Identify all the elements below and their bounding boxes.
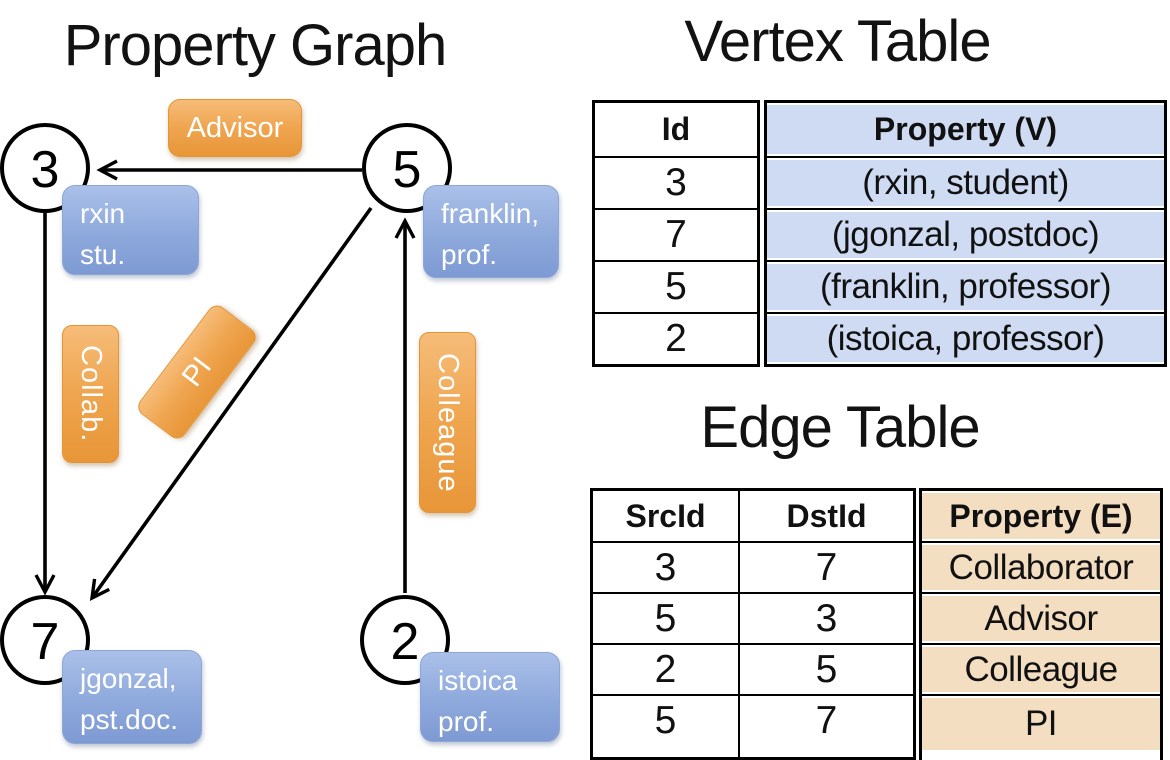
- table-cell: (franklin, professor): [767, 260, 1164, 312]
- edge-label-advisor: Advisor: [168, 99, 302, 157]
- table-cell: 2: [593, 643, 738, 694]
- table-cell: 3: [595, 156, 757, 208]
- table-cell: 5: [740, 643, 913, 694]
- edge-table-title: Edge Table: [700, 395, 980, 460]
- table-cell: 2: [595, 312, 757, 364]
- vertex-property-line: jgonzal,: [80, 663, 177, 694]
- table-cell: Advisor: [922, 592, 1160, 643]
- table-cell: (rxin, student): [767, 156, 1164, 208]
- vertex-property-line: stu.: [80, 238, 126, 270]
- table-cell: 5: [593, 694, 738, 745]
- edge-table-dst-column: DstId 7 3 5 7: [740, 491, 913, 757]
- table-cell: 7: [595, 208, 757, 260]
- table-cell: PI: [922, 694, 1160, 752]
- edge-label-collab: Collab.: [62, 325, 119, 463]
- vertex-table-header-property: Property (V): [767, 103, 1164, 156]
- vertex-table-header-id: Id: [661, 111, 691, 147]
- vertex-table-title: Vertex Table: [684, 9, 991, 74]
- vertex-property-line: prof.: [438, 705, 495, 737]
- table-cell: 7: [740, 694, 913, 745]
- edge-label-colleague: Colleague: [419, 332, 476, 513]
- table-cell: 5: [595, 260, 757, 312]
- edge-table-property-column: Property (E) Collaborator Advisor Collea…: [919, 488, 1163, 760]
- table-cell: Collaborator: [922, 541, 1160, 592]
- table-cell: 3: [593, 541, 738, 592]
- property-graph-title: Property Graph: [63, 13, 448, 78]
- vertex-property-line: pst.doc.: [80, 703, 179, 735]
- vertex-property-box-5: franklin, prof.: [423, 185, 559, 278]
- vertex-table: Id 3 7 5 2 Property (V) (rxin, student) …: [592, 100, 1167, 367]
- vertex-property-line: istoica: [438, 665, 518, 696]
- edge-table-id-columns: SrcId 3 5 2 5 DstId 7 3 5 7: [590, 488, 916, 760]
- vertex-property-line: franklin,: [441, 198, 540, 229]
- table-cell: Colleague: [922, 643, 1160, 694]
- node-id-5: 5: [392, 141, 422, 199]
- table-cell: (jgonzal, postdoc): [767, 208, 1164, 260]
- table-cell: 7: [740, 541, 913, 592]
- vertex-property-line: prof.: [441, 238, 498, 270]
- vertex-property-box-7: jgonzal, pst.doc.: [62, 650, 202, 744]
- node-id-2: 2: [390, 613, 420, 671]
- edge-arrow-pi-5-to-7: [89, 206, 373, 601]
- edge-table: SrcId 3 5 2 5 DstId 7 3 5 7 Property (E)…: [590, 488, 1163, 760]
- vertex-property-box-3: rxin stu.: [62, 185, 199, 275]
- vertex-property-box-2: istoica prof.: [420, 652, 560, 742]
- table-cell: (istoica, professor): [767, 312, 1164, 364]
- vertex-table-property-column: Property (V) (rxin, student) (jgonzal, p…: [764, 100, 1167, 367]
- node-id-3: 3: [30, 141, 60, 199]
- edge-table-src-column: SrcId 3 5 2 5: [593, 491, 740, 757]
- vertex-property-line: rxin: [80, 198, 126, 229]
- edge-table-header-property: Property (E): [922, 491, 1160, 541]
- table-cell: 3: [740, 592, 913, 643]
- edge-table-header-dstid: DstId: [786, 497, 867, 534]
- vertex-table-id-column: Id 3 7 5 2: [592, 100, 760, 367]
- node-id-7: 7: [30, 613, 60, 671]
- edge-table-header-srcid: SrcId: [625, 497, 706, 534]
- table-cell: 5: [593, 592, 738, 643]
